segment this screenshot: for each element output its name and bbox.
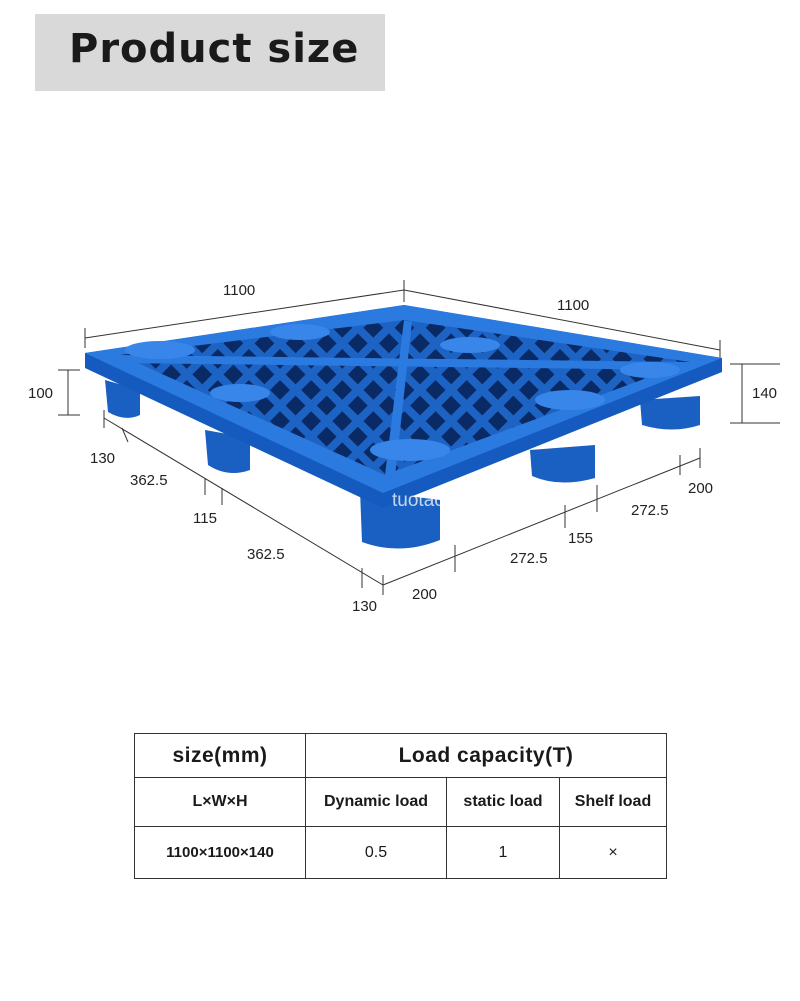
dim-left-seg-1: 130: [90, 450, 116, 467]
size-header: size(mm): [134, 733, 306, 778]
dim-right-height: 140: [752, 385, 778, 402]
static-load-value: 1: [446, 826, 560, 879]
page-title: Product size: [69, 26, 360, 72]
dim-left-seg-3: 115: [193, 510, 217, 527]
dim-left-seg-2: 362.5: [130, 472, 168, 489]
dim-left-seg-4: 362.5: [247, 546, 285, 563]
dimensions-subheader: L×W×H: [134, 777, 306, 827]
load-capacity-header: Load capacity(T): [305, 733, 667, 778]
dimension-lines: [58, 280, 780, 595]
dim-right-seg-4: 272.5: [631, 502, 669, 519]
table-header-row: size(mm) Load capacity(T): [134, 733, 667, 778]
dynamic-load-subheader: Dynamic load: [305, 777, 447, 827]
title-banner: Product size: [35, 14, 385, 91]
static-load-subheader: static load: [446, 777, 560, 827]
shelf-load-value: ×: [559, 826, 667, 879]
pallet-illustration: tuotaoplastic.com: [58, 280, 780, 595]
dim-left-height: 100: [28, 385, 54, 402]
pallet-diagram: tuotaoplastic.com 1100 1100 100 140 130 …: [0, 250, 800, 630]
dim-left-seg-5: 130: [352, 598, 378, 615]
spec-table: size(mm) Load capacity(T) L×W×H Dynamic …: [134, 733, 667, 879]
dim-right-seg-1: 200: [412, 586, 438, 603]
table-subheader-row: L×W×H Dynamic load static load Shelf loa…: [134, 777, 667, 827]
dim-top-left-length: 1100: [223, 282, 256, 299]
dim-right-seg-5: 200: [688, 480, 714, 497]
shelf-load-subheader: Shelf load: [559, 777, 667, 827]
dynamic-load-value: 0.5: [305, 826, 447, 879]
pallet-body: [85, 305, 722, 549]
dim-top-right-length: 1100: [557, 297, 590, 314]
table-row: 1100×1100×140 0.5 1 ×: [134, 826, 667, 879]
size-value: 1100×1100×140: [134, 826, 306, 879]
dim-right-seg-2: 272.5: [510, 550, 548, 567]
dim-right-seg-3: 155: [568, 530, 594, 547]
watermark: tuotaoplastic.com: [392, 490, 540, 511]
